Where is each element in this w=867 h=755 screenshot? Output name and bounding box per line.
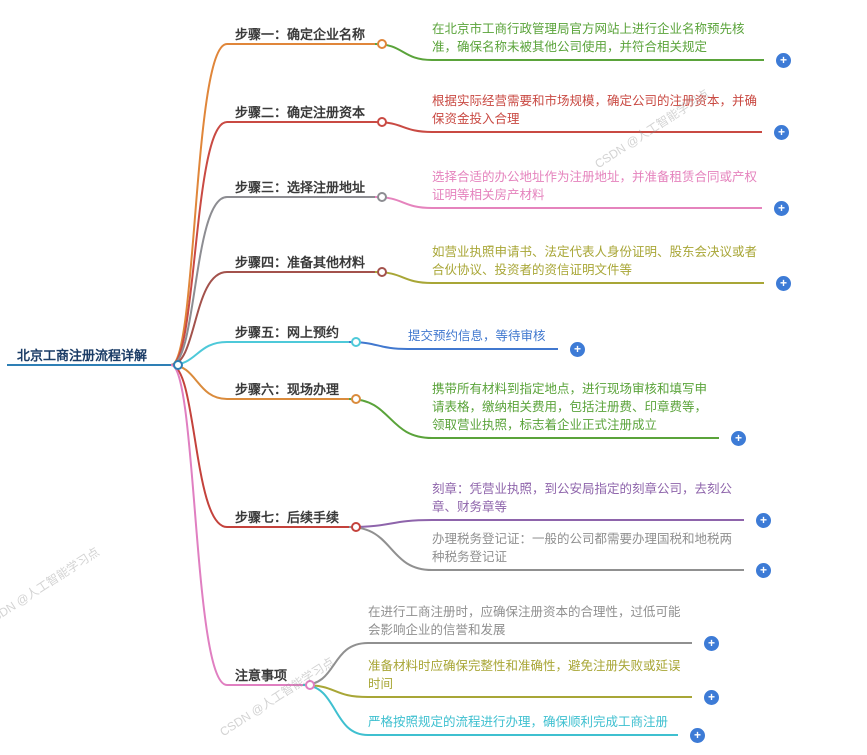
branch-step7[interactable]: 步骤七：后续手续: [227, 504, 361, 532]
link-root-step3: [170, 196, 228, 366]
detail-notes-1-text: 在进行工商注册时，应确保注册资本的合理性，过低可能会影响企业的信誉和发展: [368, 605, 681, 637]
detail-step7-seal-expand-plus-button[interactable]: +: [756, 513, 771, 528]
detail-step1[interactable]: 在北京市工商行政管理局官方网站上进行企业名称预先核准，确保名称未被其他公司使用，…: [432, 20, 791, 68]
branch-step2-label: 步骤二：确定注册资本: [235, 105, 366, 120]
branch-step1-anchor-circle[interactable]: [377, 39, 387, 49]
link-root-step7: [170, 364, 228, 528]
branch-step6[interactable]: 步骤六：现场办理: [227, 376, 361, 404]
branch-step5[interactable]: 步骤五：网上预约: [227, 319, 361, 347]
branch-step4-label: 步骤四：准备其他材料: [235, 255, 366, 270]
branch-step3-label: 步骤三：选择注册地址: [235, 180, 366, 195]
detail-step5-expand-plus-button[interactable]: +: [570, 342, 585, 357]
detail-step2-text: 根据实际经营需要和市场规模，确定公司的注册资本，并确保资金投入合理: [432, 94, 758, 126]
detail-step2-expand-plus-button[interactable]: +: [774, 125, 789, 140]
branch-step2[interactable]: 步骤二：确定注册资本: [227, 99, 387, 127]
branch-step5-label: 步骤五：网上预约: [235, 325, 340, 340]
detail-notes-2-text: 准备材料时应确保完整性和准确性，避免注册失败或延误时间: [368, 659, 681, 691]
detail-notes-3[interactable]: 严格按照规定的流程进行办理，确保顺利完成工商注册 +: [368, 713, 705, 743]
detail-step7-tax-text: 办理税务登记证：一般的公司都需要办理国税和地税两种税务登记证: [432, 532, 733, 564]
link-root-step2: [170, 121, 228, 366]
detail-step7-seal[interactable]: 刻章：凭营业执照，到公安局指定的刻章公司，去刻公章、财务章等 +: [432, 480, 771, 528]
link-step6-detail: [348, 398, 433, 439]
detail-step6-expand-plus-button[interactable]: +: [731, 431, 746, 446]
link-step7-detail1: [348, 519, 433, 528]
detail-step3-text: 选择合适的办公地址作为注册地址，并准备租赁合同或产权证明等相关房产材料: [432, 170, 758, 202]
root-label: 北京工商注册流程详解: [17, 348, 148, 363]
branch-notes-anchor-circle[interactable]: [305, 680, 315, 690]
detail-step7-seal-text: 刻章：凭营业执照，到公安局指定的刻章公司，去刻公章、财务章等: [432, 482, 733, 514]
branch-step5-anchor-circle[interactable]: [351, 337, 361, 347]
link-notes-detail3: [302, 684, 369, 736]
root-node[interactable]: 北京工商注册流程详解: [7, 342, 183, 370]
branch-step3-anchor-circle[interactable]: [377, 192, 387, 202]
branch-notes-label: 注意事项: [235, 668, 288, 683]
branch-step6-label: 步骤六：现场办理: [235, 382, 340, 397]
detail-notes-1-expand-plus-button[interactable]: +: [704, 636, 719, 651]
branch-step7-anchor-circle[interactable]: [351, 522, 361, 532]
detail-step5[interactable]: 提交预约信息，等待审核 +: [408, 327, 585, 357]
detail-notes-1[interactable]: 在进行工商注册时，应确保注册资本的合理性，过低可能会影响企业的信誉和发展 +: [368, 603, 719, 651]
branch-step1-label: 步骤一：确定企业名称: [235, 27, 366, 42]
link-step7-detail2: [348, 526, 433, 571]
detail-step7-tax-expand-plus-button[interactable]: +: [756, 563, 771, 578]
detail-step1-text: 在北京市工商行政管理局官方网站上进行企业名称预先核准，确保名称未被其他公司使用，…: [432, 22, 745, 54]
branch-step4-anchor-circle[interactable]: [377, 267, 387, 277]
detail-notes-3-expand-plus-button[interactable]: +: [690, 728, 705, 743]
detail-notes-2[interactable]: 准备材料时应确保完整性和准确性，避免注册失败或延误时间 +: [368, 657, 719, 705]
detail-step6-text: 携带所有材料到指定地点，进行现场审核和填写申请表格，缴纳相关费用，包括注册费、印…: [432, 382, 708, 432]
branch-step3[interactable]: 步骤三：选择注册地址: [227, 174, 387, 202]
branch-notes[interactable]: 注意事项: [227, 662, 315, 690]
detail-step3[interactable]: 选择合适的办公地址作为注册地址，并准备租赁合同或产权证明等相关房产材料 +: [432, 168, 789, 216]
branch-step2-anchor-circle[interactable]: [377, 117, 387, 127]
detail-step5-text: 提交预约信息，等待审核: [408, 329, 546, 343]
branch-step1[interactable]: 步骤一：确定企业名称: [227, 21, 387, 49]
branch-step4[interactable]: 步骤四：准备其他材料: [227, 249, 387, 277]
detail-step3-expand-plus-button[interactable]: +: [774, 201, 789, 216]
detail-notes-3-text: 严格按照规定的流程进行办理，确保顺利完成工商注册: [368, 715, 669, 729]
detail-step4-expand-plus-button[interactable]: +: [776, 276, 791, 291]
link-notes-detail1: [302, 642, 369, 686]
detail-step7-tax[interactable]: 办理税务登记证：一般的公司都需要办理国税和地税两种税务登记证 +: [432, 530, 771, 578]
branch-step7-label: 步骤七：后续手续: [235, 510, 340, 525]
detail-step4[interactable]: 如营业执照申请书、法定代表人身份证明、股东会决议或者合伙协议、投资者的资信证明文…: [432, 243, 791, 291]
detail-step2[interactable]: 根据实际经营需要和市场规模，确定公司的注册资本，并确保资金投入合理 +: [432, 92, 789, 140]
detail-step1-expand-plus-button[interactable]: +: [776, 53, 791, 68]
link-root-notes: [170, 364, 228, 686]
detail-step6[interactable]: 携带所有材料到指定地点，进行现场审核和填写申请表格，缴纳相关费用，包括注册费、印…: [432, 380, 746, 446]
branch-step6-anchor-circle[interactable]: [351, 394, 361, 404]
root-anchor-circle[interactable]: [173, 360, 183, 370]
detail-step4-text: 如营业执照申请书、法定代表人身份证明、股东会决议或者合伙协议、投资者的资信证明文…: [432, 245, 758, 277]
link-root-step1: [170, 43, 228, 366]
detail-notes-2-expand-plus-button[interactable]: +: [704, 690, 719, 705]
